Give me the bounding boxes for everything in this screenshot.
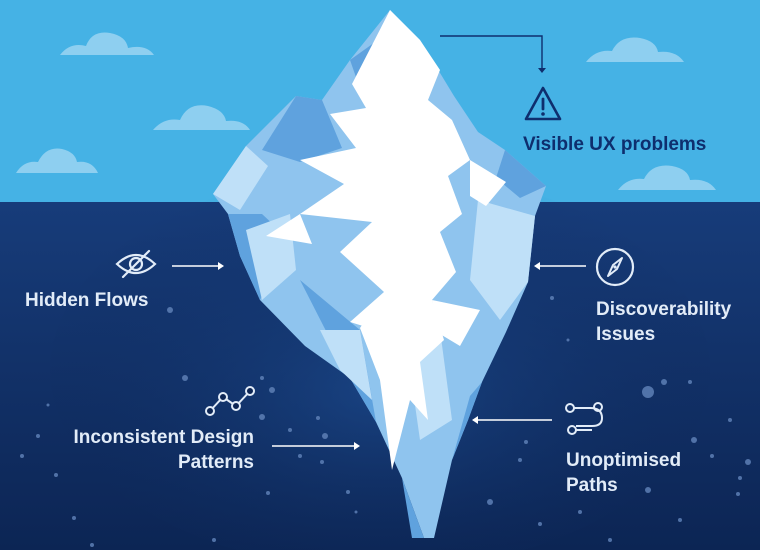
- compass-icon: [595, 247, 635, 287]
- label-unoptimised-paths: Unoptimised Paths: [566, 448, 681, 498]
- warning-triangle-icon: [524, 86, 562, 121]
- label-line: Visible UX problems: [523, 134, 707, 155]
- cloud: [586, 37, 684, 62]
- label-visible-ux-problems: Visible UX problems: [523, 132, 706, 157]
- label-line: Patterns: [177, 452, 254, 473]
- cloud: [153, 105, 250, 130]
- label-hidden-flows: Hidden Flows: [25, 288, 149, 313]
- line-chart-icon: [205, 386, 255, 416]
- label-line: Hidden Flows: [25, 290, 149, 311]
- label-line: Unoptimised: [566, 450, 682, 471]
- label-discoverability-issues: Discoverability Issues: [596, 297, 731, 347]
- connector-arrowheads: [218, 68, 546, 450]
- label-line: Inconsistent Design: [73, 427, 254, 448]
- label-line: Issues: [596, 324, 656, 345]
- label-line: Discoverability: [596, 299, 732, 320]
- label-inconsistent-design-patterns: Inconsistent Design Patterns: [40, 425, 254, 475]
- label-line: Paths: [566, 475, 618, 496]
- cloud: [618, 165, 716, 190]
- connector-visible: [440, 35, 543, 68]
- eye-slash-icon: [115, 249, 157, 279]
- bubbles: [20, 296, 751, 547]
- iceberg: [213, 10, 546, 538]
- cloud: [60, 32, 154, 55]
- route-icon: [565, 402, 604, 435]
- connector-lines: [172, 35, 586, 447]
- cloud: [16, 148, 98, 173]
